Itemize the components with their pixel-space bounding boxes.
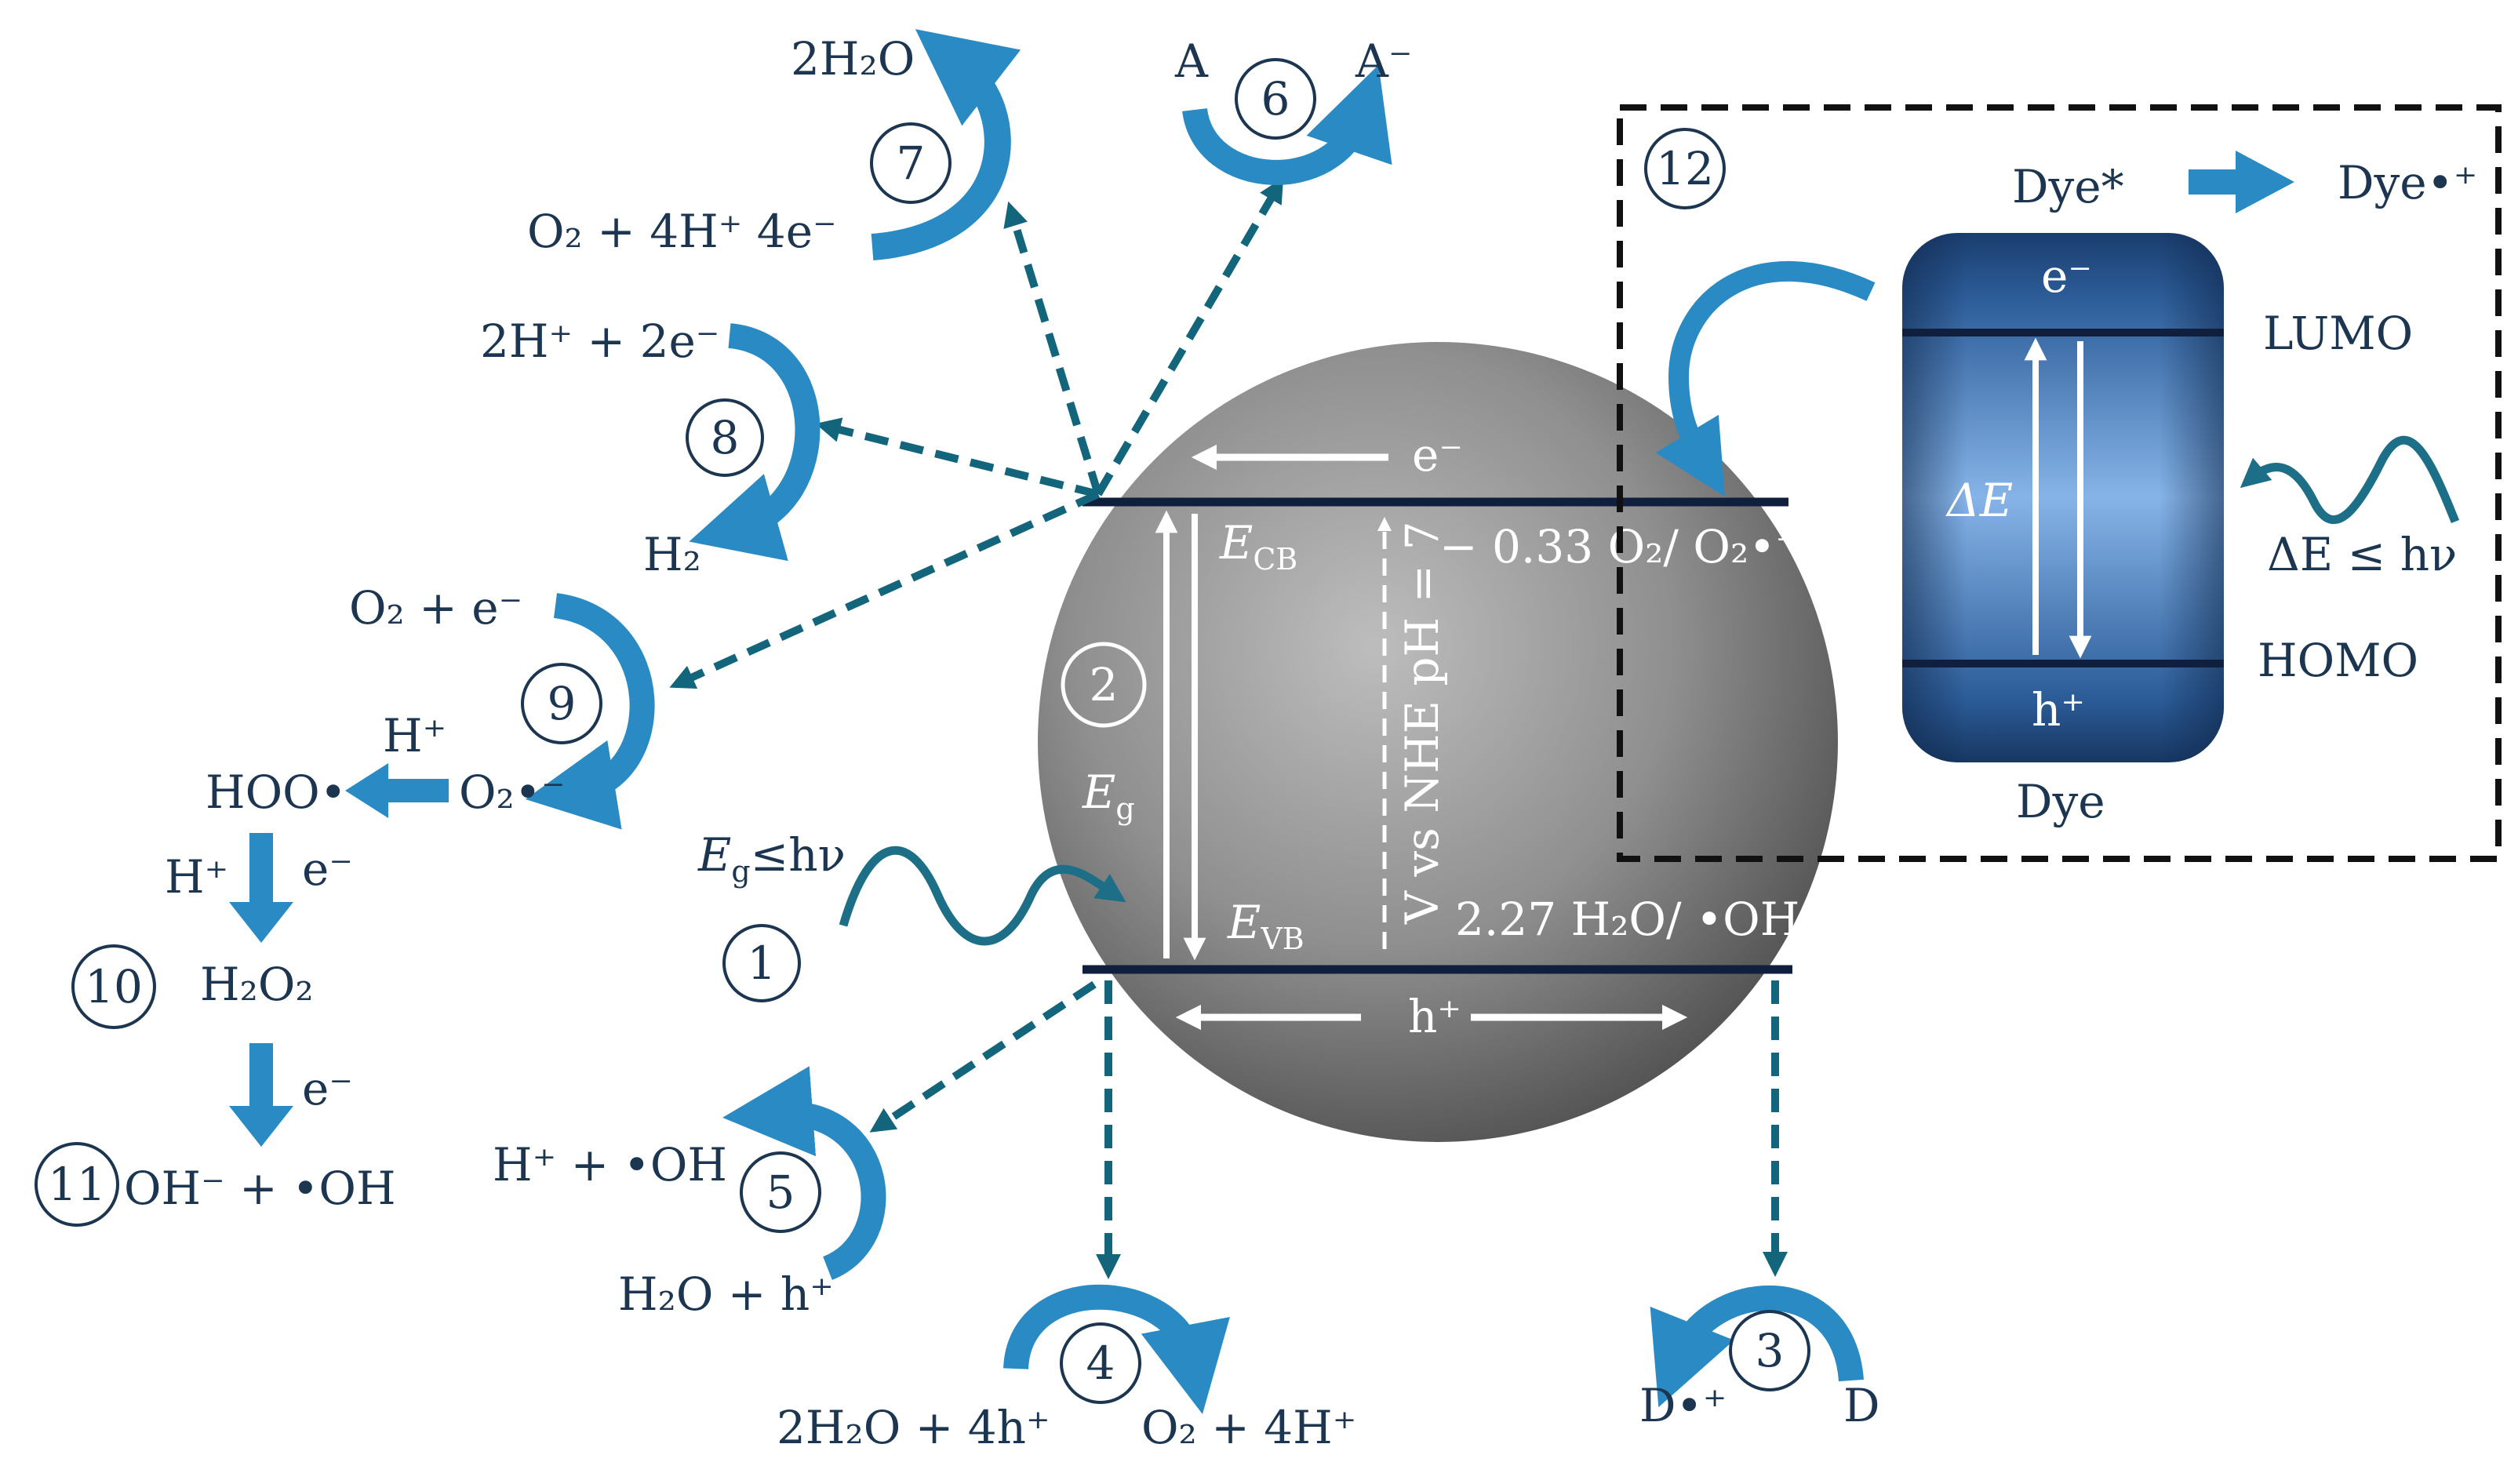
step-12-number: 12 [1656, 142, 1714, 195]
dye-condition-label: ΔE ≤ hν [2267, 528, 2457, 581]
reaction-9: O₂ + e⁻ O₂•⁻ 9 H⁺ HOO• [206, 581, 655, 830]
step-5-circle [740, 1151, 821, 1233]
eg-label: Eg [1082, 766, 1135, 826]
semiconductor-particle: e⁻ V vs NHE pH = 7 ECB EVB Eg 2 − 0.33 O… [1038, 342, 1838, 1142]
reaction-6-right: A⁻ [1355, 35, 1413, 88]
reaction-9-product: O₂•⁻ [459, 766, 566, 819]
curved-arrow-icon [722, 1066, 886, 1280]
step-1-number: 1 [748, 937, 777, 990]
reaction-6-left: A [1174, 35, 1209, 88]
pathway-arrow-5 [869, 980, 1097, 1133]
step-7-number: 7 [897, 136, 926, 190]
vb-hole-label: h⁺ [1408, 990, 1461, 1043]
step-4-number: 4 [1086, 1337, 1115, 1390]
step-9-number: 9 [548, 677, 577, 730]
dye-electron-label: e⁻ [2041, 249, 2092, 303]
pathway-arrow-8 [815, 417, 1100, 498]
step-7-circle [870, 122, 952, 204]
reaction-5: H⁺ + •OH H₂O + h⁺ 5 [493, 1066, 886, 1321]
curved-arrow-icon [525, 593, 655, 830]
reaction-7-top: 2H₂O [791, 32, 915, 85]
reaction-7-bottom: O₂ + 4H⁺ 4e⁻ [527, 205, 837, 258]
reaction-7: 2H₂O O₂ + 4H⁺ 4e⁻ 7 [527, 28, 1021, 260]
step-10-circle [71, 944, 156, 1029]
light-wave-icon [2240, 435, 2460, 524]
curved-arrow-icon [1003, 1284, 1230, 1414]
reaction-11-product: OH⁻ + •OH [124, 1162, 396, 1215]
reaction-6: A A⁻ 6 [1174, 35, 1413, 185]
particle-sphere [1038, 342, 1838, 1142]
potential-axis-label: V vs NHE pH = 7 [1395, 522, 1449, 925]
step-11-circle [35, 1142, 119, 1227]
step-4-circle [1060, 1322, 1141, 1404]
light-excitation: Eg≤hν 1 [697, 828, 1126, 1002]
reaction-8-top: 2H⁺ + 2e⁻ [480, 315, 719, 368]
step-9-circle [521, 663, 602, 744]
ecb-label: ECB [1219, 516, 1297, 577]
dye-name-label: Dye [2016, 775, 2105, 828]
curved-arrow-icon [871, 28, 1021, 260]
block-arrow-down-icon [229, 833, 293, 943]
step-3-circle [1729, 1310, 1810, 1391]
vb-potential-label: 2.27 H₂O/ •OH [1455, 893, 1799, 946]
electron-injection-arrow-icon [1655, 260, 1876, 497]
reaction-11-eminus: e⁻ [302, 1062, 353, 1115]
reaction-10-eminus: e⁻ [302, 842, 353, 896]
dye-excited-label: Dye* [2012, 160, 2124, 213]
dye-sensitization: 12 Dye* Dye•⁺ e⁻ h⁺ ΔE LUMO HOMO Dye ΔE … [1617, 104, 2502, 862]
dye-cation-label: Dye•⁺ [2338, 156, 2477, 209]
block-arrow-left-icon [345, 763, 449, 818]
reaction-10-product: H₂O₂ [200, 958, 314, 1011]
dye-delta-e-label: ΔE [1945, 474, 2013, 527]
step-10-number: 10 [85, 960, 143, 1013]
pathway-arrow-9 [669, 490, 1101, 689]
reaction-4: 2H₂O + 4h⁺ O₂ + 4H⁺ 4 [777, 1284, 1356, 1454]
curved-arrow-icon [689, 323, 821, 562]
step-6-number: 6 [1261, 72, 1290, 125]
reaction-9-hplus: H⁺ [383, 709, 446, 762]
light-condition-label: Eg≤hν [697, 828, 846, 889]
step-2-number: 2 [1090, 658, 1119, 711]
block-arrow-down-icon [229, 1043, 293, 1147]
homo-label: HOMO [2258, 634, 2418, 687]
cb-electron-label: e⁻ [1412, 428, 1463, 482]
reaction-5-top: H⁺ + •OH [493, 1138, 727, 1191]
step-8-number: 8 [711, 411, 740, 464]
light-wave-icon [839, 846, 1126, 946]
step-8-circle [686, 398, 764, 477]
step-6-circle [1235, 58, 1316, 140]
reaction-3-left: D•⁺ [1639, 1379, 1727, 1432]
evb-label: EVB [1227, 896, 1304, 956]
pathway-arrows [669, 177, 1788, 1280]
reaction-10-hplus: H⁺ [165, 850, 228, 904]
reaction-10-11: H⁺ e⁻ H₂O₂ 10 e⁻ 11 OH⁻ + •OH [35, 833, 396, 1227]
reaction-3: D•⁺ D 3 [1639, 1285, 1880, 1432]
reaction-3-right: D [1843, 1379, 1880, 1432]
reaction-8-bottom: H₂ [643, 528, 701, 581]
pathway-arrow-6 [1094, 177, 1284, 496]
reaction-5-bottom: H₂O + h⁺ [618, 1268, 834, 1321]
lumo-label: LUMO [2263, 307, 2413, 360]
reaction-9-hoo: HOO• [206, 766, 347, 819]
reaction-9-top: O₂ + e⁻ [349, 581, 522, 635]
step-11-number: 11 [48, 1158, 106, 1211]
step-2-circle [1061, 642, 1147, 728]
step-3-number: 3 [1756, 1324, 1785, 1377]
reaction-4-right: O₂ + 4H⁺ [1141, 1401, 1356, 1454]
reaction-8: 2H⁺ + 2e⁻ H₂ 8 [480, 315, 821, 581]
step-12-circle [1644, 128, 1726, 209]
step-5-number: 5 [766, 1166, 795, 1219]
block-arrow-right-icon [2189, 151, 2294, 213]
curved-arrow-icon [1650, 1285, 1864, 1408]
step-1-circle [722, 924, 801, 1002]
reaction-4-left: 2H₂O + 4h⁺ [777, 1401, 1050, 1454]
curved-arrow-icon [1182, 64, 1392, 185]
dye-hole-label: h⁺ [2032, 683, 2085, 737]
pathway-arrow-7 [1003, 201, 1102, 496]
